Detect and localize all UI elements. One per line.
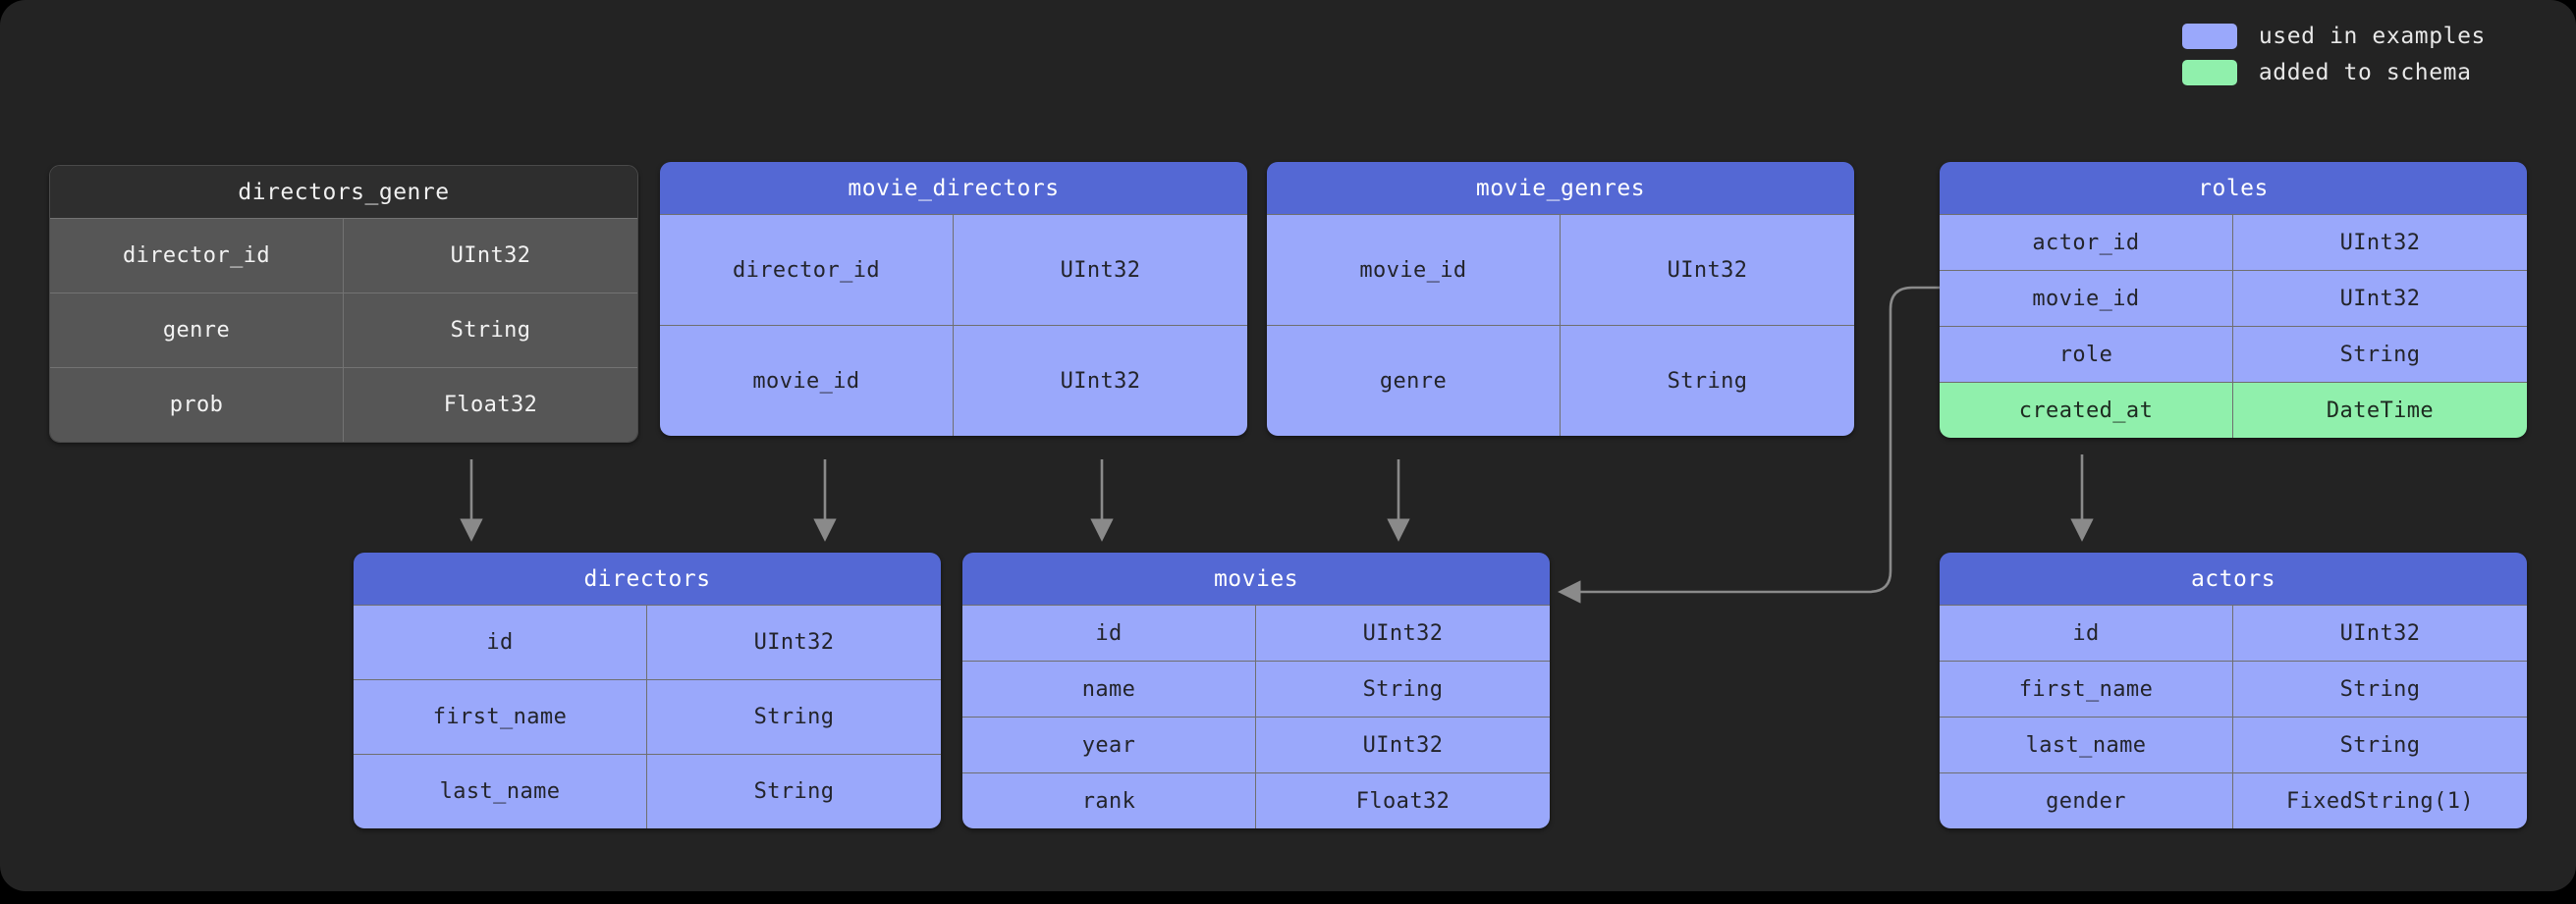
table-actors-title: actors	[1940, 553, 2527, 605]
column-name: rank	[962, 772, 1256, 828]
table-roles-title: roles	[1940, 162, 2527, 214]
table-row[interactable]: id UInt32	[1940, 605, 2527, 661]
legend: used in examples added to schema	[2181, 24, 2486, 85]
legend-item-added-to-schema: added to schema	[2181, 60, 2472, 85]
column-type: String	[1561, 325, 1854, 436]
table-movie_directors[interactable]: movie_directors director_id UInt32 movie…	[660, 162, 1247, 436]
legend-label-used-in-examples: used in examples	[2258, 24, 2486, 49]
table-movies-title: movies	[962, 553, 1550, 605]
table-row[interactable]: id UInt32	[962, 605, 1550, 661]
column-type: String	[647, 754, 941, 828]
table-directors_genre[interactable]: directors_genre director_id UInt32 genre…	[49, 165, 638, 443]
legend-item-used-in-examples: used in examples	[2181, 24, 2486, 49]
table-movie_directors-title: movie_directors	[660, 162, 1247, 214]
table-row[interactable]: director_id UInt32	[50, 218, 637, 292]
column-type: String	[647, 679, 941, 754]
column-type: UInt32	[1256, 717, 1550, 772]
column-type: UInt32	[1561, 214, 1854, 325]
column-name: first_name	[354, 679, 647, 754]
column-name: director_id	[50, 218, 344, 292]
column-type: Float32	[1256, 772, 1550, 828]
column-type: UInt32	[344, 218, 637, 292]
column-name: name	[962, 661, 1256, 717]
column-name: last_name	[1940, 717, 2233, 772]
column-type: UInt32	[647, 605, 941, 679]
column-type: Float32	[344, 367, 637, 442]
table-row[interactable]: director_id UInt32	[660, 214, 1247, 325]
column-name: actor_id	[1940, 214, 2233, 270]
column-name: movie_id	[1267, 214, 1561, 325]
column-name: role	[1940, 326, 2233, 382]
table-row[interactable]: genre String	[1267, 325, 1854, 436]
table-row[interactable]: movie_id UInt32	[1940, 270, 2527, 326]
legend-label-added-to-schema: added to schema	[2258, 60, 2472, 85]
column-name: gender	[1940, 772, 2233, 828]
column-name: director_id	[660, 214, 954, 325]
column-type: String	[2233, 717, 2527, 772]
column-name: year	[962, 717, 1256, 772]
table-directors[interactable]: directors id UInt32 first_name String la…	[354, 553, 941, 828]
column-type: String	[1256, 661, 1550, 717]
table-row[interactable]: last_name String	[1940, 717, 2527, 772]
column-name: genre	[50, 292, 344, 367]
table-movie_genres-title: movie_genres	[1267, 162, 1854, 214]
column-name: id	[1940, 605, 2233, 661]
table-row[interactable]: rank Float32	[962, 772, 1550, 828]
column-type: UInt32	[2233, 605, 2527, 661]
table-actors[interactable]: actors id UInt32 first_name String last_…	[1940, 553, 2527, 828]
column-name: first_name	[1940, 661, 2233, 717]
column-type: String	[2233, 661, 2527, 717]
column-type: DateTime	[2233, 382, 2527, 438]
column-type: UInt32	[954, 325, 1247, 436]
table-movie_genres[interactable]: movie_genres movie_id UInt32 genre Strin…	[1267, 162, 1854, 436]
column-name: created_at	[1940, 382, 2233, 438]
column-type: UInt32	[2233, 270, 2527, 326]
table-row[interactable]: last_name String	[354, 754, 941, 828]
table-row[interactable]: gender FixedString(1)	[1940, 772, 2527, 828]
column-type: String	[2233, 326, 2527, 382]
table-directors_genre-title: directors_genre	[50, 166, 637, 218]
column-name: movie_id	[1940, 270, 2233, 326]
column-type: UInt32	[1256, 605, 1550, 661]
table-row[interactable]: actor_id UInt32	[1940, 214, 2527, 270]
column-name: last_name	[354, 754, 647, 828]
table-row[interactable]: movie_id UInt32	[660, 325, 1247, 436]
column-name: movie_id	[660, 325, 954, 436]
column-name: id	[962, 605, 1256, 661]
table-row[interactable]: name String	[962, 661, 1550, 717]
table-row[interactable]: year UInt32	[962, 717, 1550, 772]
column-type: String	[344, 292, 637, 367]
column-type: UInt32	[2233, 214, 2527, 270]
table-movies[interactable]: movies id UInt32 name String year UInt32…	[962, 553, 1550, 828]
table-row[interactable]: prob Float32	[50, 367, 637, 442]
column-type: FixedString(1)	[2233, 772, 2527, 828]
legend-swatch-used-in-examples	[2181, 24, 2237, 49]
table-row-added[interactable]: created_at DateTime	[1940, 382, 2527, 438]
column-name: id	[354, 605, 647, 679]
table-roles[interactable]: roles actor_id UInt32 movie_id UInt32 ro…	[1940, 162, 2527, 438]
legend-swatch-added-to-schema	[2181, 60, 2237, 85]
column-name: prob	[50, 367, 344, 442]
column-type: UInt32	[954, 214, 1247, 325]
table-row[interactable]: genre String	[50, 292, 637, 367]
table-row[interactable]: first_name String	[354, 679, 941, 754]
clipped-caption-sliver	[0, 891, 2576, 904]
table-row[interactable]: role String	[1940, 326, 2527, 382]
column-name: genre	[1267, 325, 1561, 436]
table-row[interactable]: movie_id UInt32	[1267, 214, 1854, 325]
table-directors-title: directors	[354, 553, 941, 605]
table-row[interactable]: id UInt32	[354, 605, 941, 679]
table-row[interactable]: first_name String	[1940, 661, 2527, 717]
